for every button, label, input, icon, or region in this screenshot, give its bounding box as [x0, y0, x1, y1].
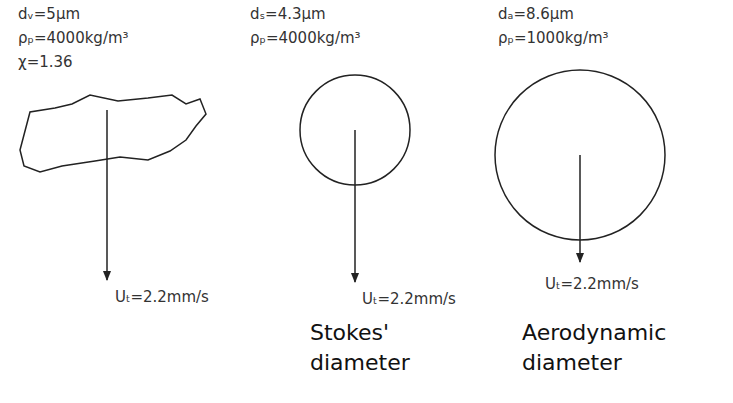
diameter-value: dₐ=8.6μm — [498, 6, 574, 23]
diameter-caption: Aerodynamic diameter — [522, 318, 697, 377]
velocity-arrow — [354, 130, 356, 282]
velocity-arrow — [106, 110, 108, 280]
shape-factor: χ=1.36 — [18, 54, 73, 71]
diameter-value: dᵥ=5μm — [18, 6, 80, 23]
diameter-value: dₛ=4.3μm — [250, 6, 326, 23]
settling-velocity: Uₜ=2.2mm/s — [362, 291, 456, 308]
irregular-particle — [20, 95, 206, 172]
density-value: ρₚ=4000kg/m³ — [18, 30, 129, 47]
velocity-arrow — [579, 155, 581, 262]
density-value: ρₚ=4000kg/m³ — [250, 30, 361, 47]
diameter-caption: Stokes' diameter — [310, 318, 420, 377]
density-value: ρₚ=1000kg/m³ — [498, 30, 609, 47]
settling-velocity: Uₜ=2.2mm/s — [115, 289, 209, 306]
settling-velocity: Uₜ=2.2mm/s — [545, 276, 639, 293]
